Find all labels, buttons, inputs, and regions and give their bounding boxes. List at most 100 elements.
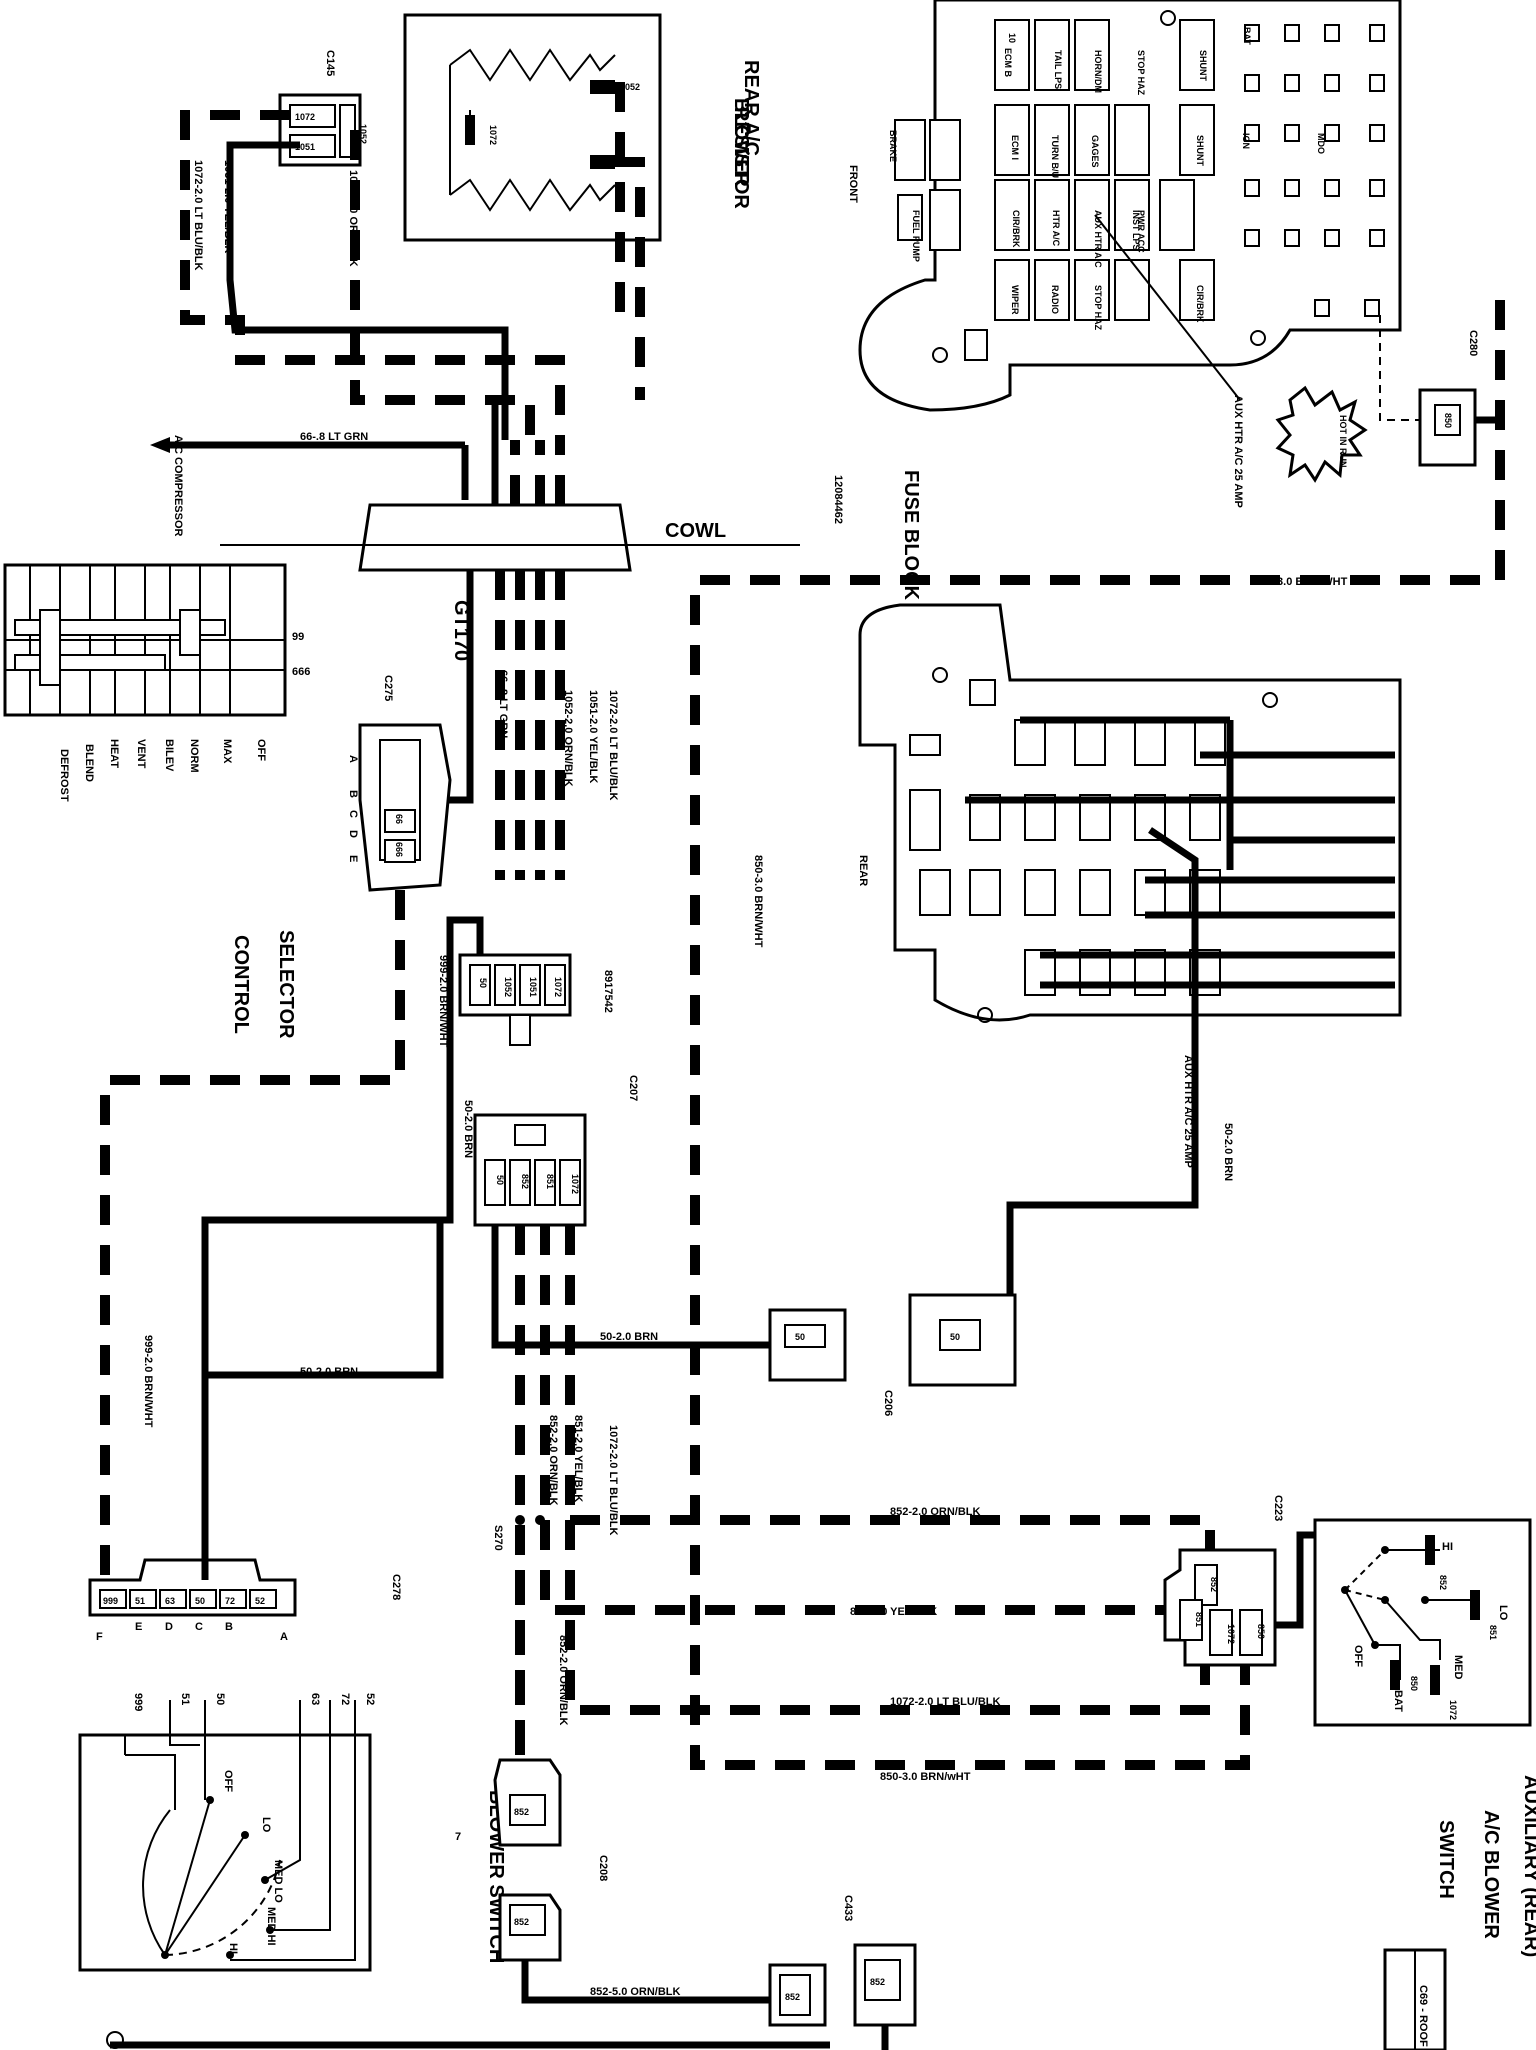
wire-label: 851-2.0 YEL/BLK — [850, 1606, 937, 1618]
c433-id: C433 — [842, 1895, 854, 1921]
fuse-label: PWR ACC — [1136, 210, 1146, 253]
c207-id: C207 — [627, 1075, 639, 1101]
wire-label: 1072-2.0 LT BLU/BLK — [607, 690, 619, 800]
connector-c69: C69 - ROOF — [1383, 1948, 1447, 2050]
c891-pin: 1052 — [503, 977, 513, 997]
wire-label: 851-2.0 YEL/BLK — [572, 1415, 584, 1502]
c69-id: C69 - ROOF — [1417, 1985, 1429, 2047]
c207-pin: 851 — [545, 1174, 555, 1189]
c891-pin: 50 — [478, 978, 488, 988]
hot-in-run-label: HOT IN RUN — [1338, 415, 1348, 468]
c223-pin: 852 — [1209, 1577, 1219, 1592]
c278-pin: 51 — [135, 1596, 145, 1606]
c208-id: C208 — [597, 1855, 609, 1881]
connector-c223: 852 851 1072 850 C223 — [1163, 1495, 1284, 1667]
c206-id: C206 — [882, 1390, 894, 1416]
aux-fuse-callout-rear: AUX HTR A/C 25 AMP — [1182, 1055, 1194, 1168]
c145-pin: 1051 — [295, 142, 315, 152]
selector-position: OFF — [255, 739, 267, 761]
fuse-label: BRAKE — [888, 130, 898, 162]
blower-position: HI — [227, 1943, 239, 1954]
c891-pin: 1072 — [553, 977, 563, 997]
c223-id: C223 — [1272, 1495, 1284, 1521]
selector-position: BLEND — [83, 744, 95, 782]
c208-pin: 852 — [514, 1917, 529, 1927]
fuse-label: CIR/BRK — [1011, 210, 1021, 248]
resistor-terminal: 1052 — [620, 82, 640, 92]
bat-label: BAT — [1242, 27, 1252, 45]
c891-id: 8917542 — [602, 970, 614, 1013]
selector-circuit: 99 — [292, 631, 304, 643]
selector-control-chart: 99 666 OFF MAX NORM BILEV VENT HEAT BLEN… — [3, 563, 310, 802]
connector-c280: 850 C280 — [1379, 315, 1500, 467]
connector-c208: 852 852 C208 7 — [455, 1758, 609, 1962]
resistor-title-2: BLOWER — [730, 98, 752, 187]
wire-label: 1052-2.0 ORN/BLK — [562, 690, 574, 787]
rear-blower-resistor: 1072 1052 1051 REAR A/C BLOWER RESISTOR — [403, 13, 762, 242]
fuse-label: AUX HTR A/C — [1093, 210, 1103, 268]
fuse-grid — [894, 19, 1385, 321]
fuse-label: GAGES — [1090, 135, 1100, 168]
fuse-label: STOP HAZ — [1136, 50, 1146, 96]
selector-control-label-1: SELECTOR — [275, 930, 297, 1039]
c891-pin: 1051 — [528, 977, 538, 997]
aux-position: MED — [1452, 1655, 1464, 1680]
selector-position: NORM — [188, 739, 200, 773]
c275-pin-letter: C — [347, 810, 359, 818]
c145-id: C145 — [324, 50, 336, 76]
fuse-label: SHUNT — [1198, 50, 1208, 82]
fuse-labels: 10 — [1007, 33, 1017, 43]
fuse-label: TURN B/U — [1050, 135, 1060, 178]
resistor-title-3: RESISTOR — [730, 107, 752, 209]
wire-label: 850-3.0 BRN/wHT — [880, 1771, 971, 1783]
c278-pin: 52 — [255, 1596, 265, 1606]
fuse-block-front: 10 ECM B TAIL LPS HORN/DM SHUNT ECM I TU… — [832, 0, 1402, 601]
ign-label: IGN — [1241, 133, 1251, 149]
wire-label: 50-2.0 BRN — [600, 1331, 658, 1343]
selector-position: HEAT — [108, 739, 120, 768]
wire-label: 1051-2.0 YEL/BLK — [222, 160, 234, 253]
c433-pin: 852 — [785, 1992, 800, 2002]
fuse-label: CIR/BRK — [1195, 285, 1205, 323]
fuse-label: RADIO — [1050, 285, 1060, 314]
c278-pin-letter: E — [135, 1621, 142, 1633]
c275-id: C275 — [382, 675, 394, 701]
c207-pin: 50 — [495, 1175, 505, 1185]
selector-position: BILEV — [163, 739, 175, 772]
blower-switch: 999 51 50 63 72 52 OFF LO MED LO MED HI … — [78, 1693, 376, 1972]
c278-pin-letter: C — [195, 1621, 203, 1633]
selector-position: VENT — [135, 739, 147, 769]
wire-label: 66-.8 LT GRN — [300, 431, 368, 443]
c223-pin: 1072 — [1226, 1624, 1236, 1644]
wire-label: 852-2.0 ORN/BLK — [547, 1415, 559, 1506]
fuse-block-title: FUSE BLOCK — [900, 470, 922, 601]
fuse-block-part-no: 12084462 — [832, 475, 844, 524]
c207-pin: 852 — [520, 1174, 530, 1189]
blower-terminal: 52 — [364, 1693, 376, 1705]
wire-label: 1052-2.0 ORN/BLK — [347, 170, 359, 267]
c278-pin: 50 — [195, 1596, 205, 1606]
connector-c275: 66 666 A B C D E C275 — [347, 675, 452, 892]
wire-label: 850-3.0 BRN/WHT — [1255, 576, 1348, 588]
wire-label: 50-2.0 BRN — [1222, 1123, 1234, 1181]
s270-id: S270 — [492, 1525, 504, 1551]
aux-circuit: 850 — [1409, 1676, 1419, 1691]
c275-pin-letter: D — [347, 830, 359, 838]
wire-label: 852-2.0 ORN/BLK — [890, 1506, 981, 1518]
fuse-label: STOP HAZ — [1093, 285, 1103, 331]
selector-position: DEFROST — [58, 749, 70, 802]
c433-pin: 852 — [870, 1977, 885, 1987]
c206-pin: 50 — [950, 1332, 960, 1342]
resistor-terminal: 1072 — [488, 125, 498, 145]
selector-position: MAX — [221, 739, 233, 764]
c278-pin-letter: A — [280, 1631, 288, 1643]
connector-c278: 999 51 63 50 72 52 F E D C B A C278 — [88, 1558, 402, 1643]
wire-label: 1072-2.0 LT BLU/BLK — [607, 1425, 619, 1535]
aux-position: OFF — [1352, 1645, 1364, 1667]
c275-pin-letter: B — [347, 790, 359, 798]
cowl-label: COWL — [665, 520, 726, 542]
aux-position: HI — [1442, 1541, 1453, 1553]
wire-label: 999-2.0 BRN/WHT — [437, 955, 449, 1048]
